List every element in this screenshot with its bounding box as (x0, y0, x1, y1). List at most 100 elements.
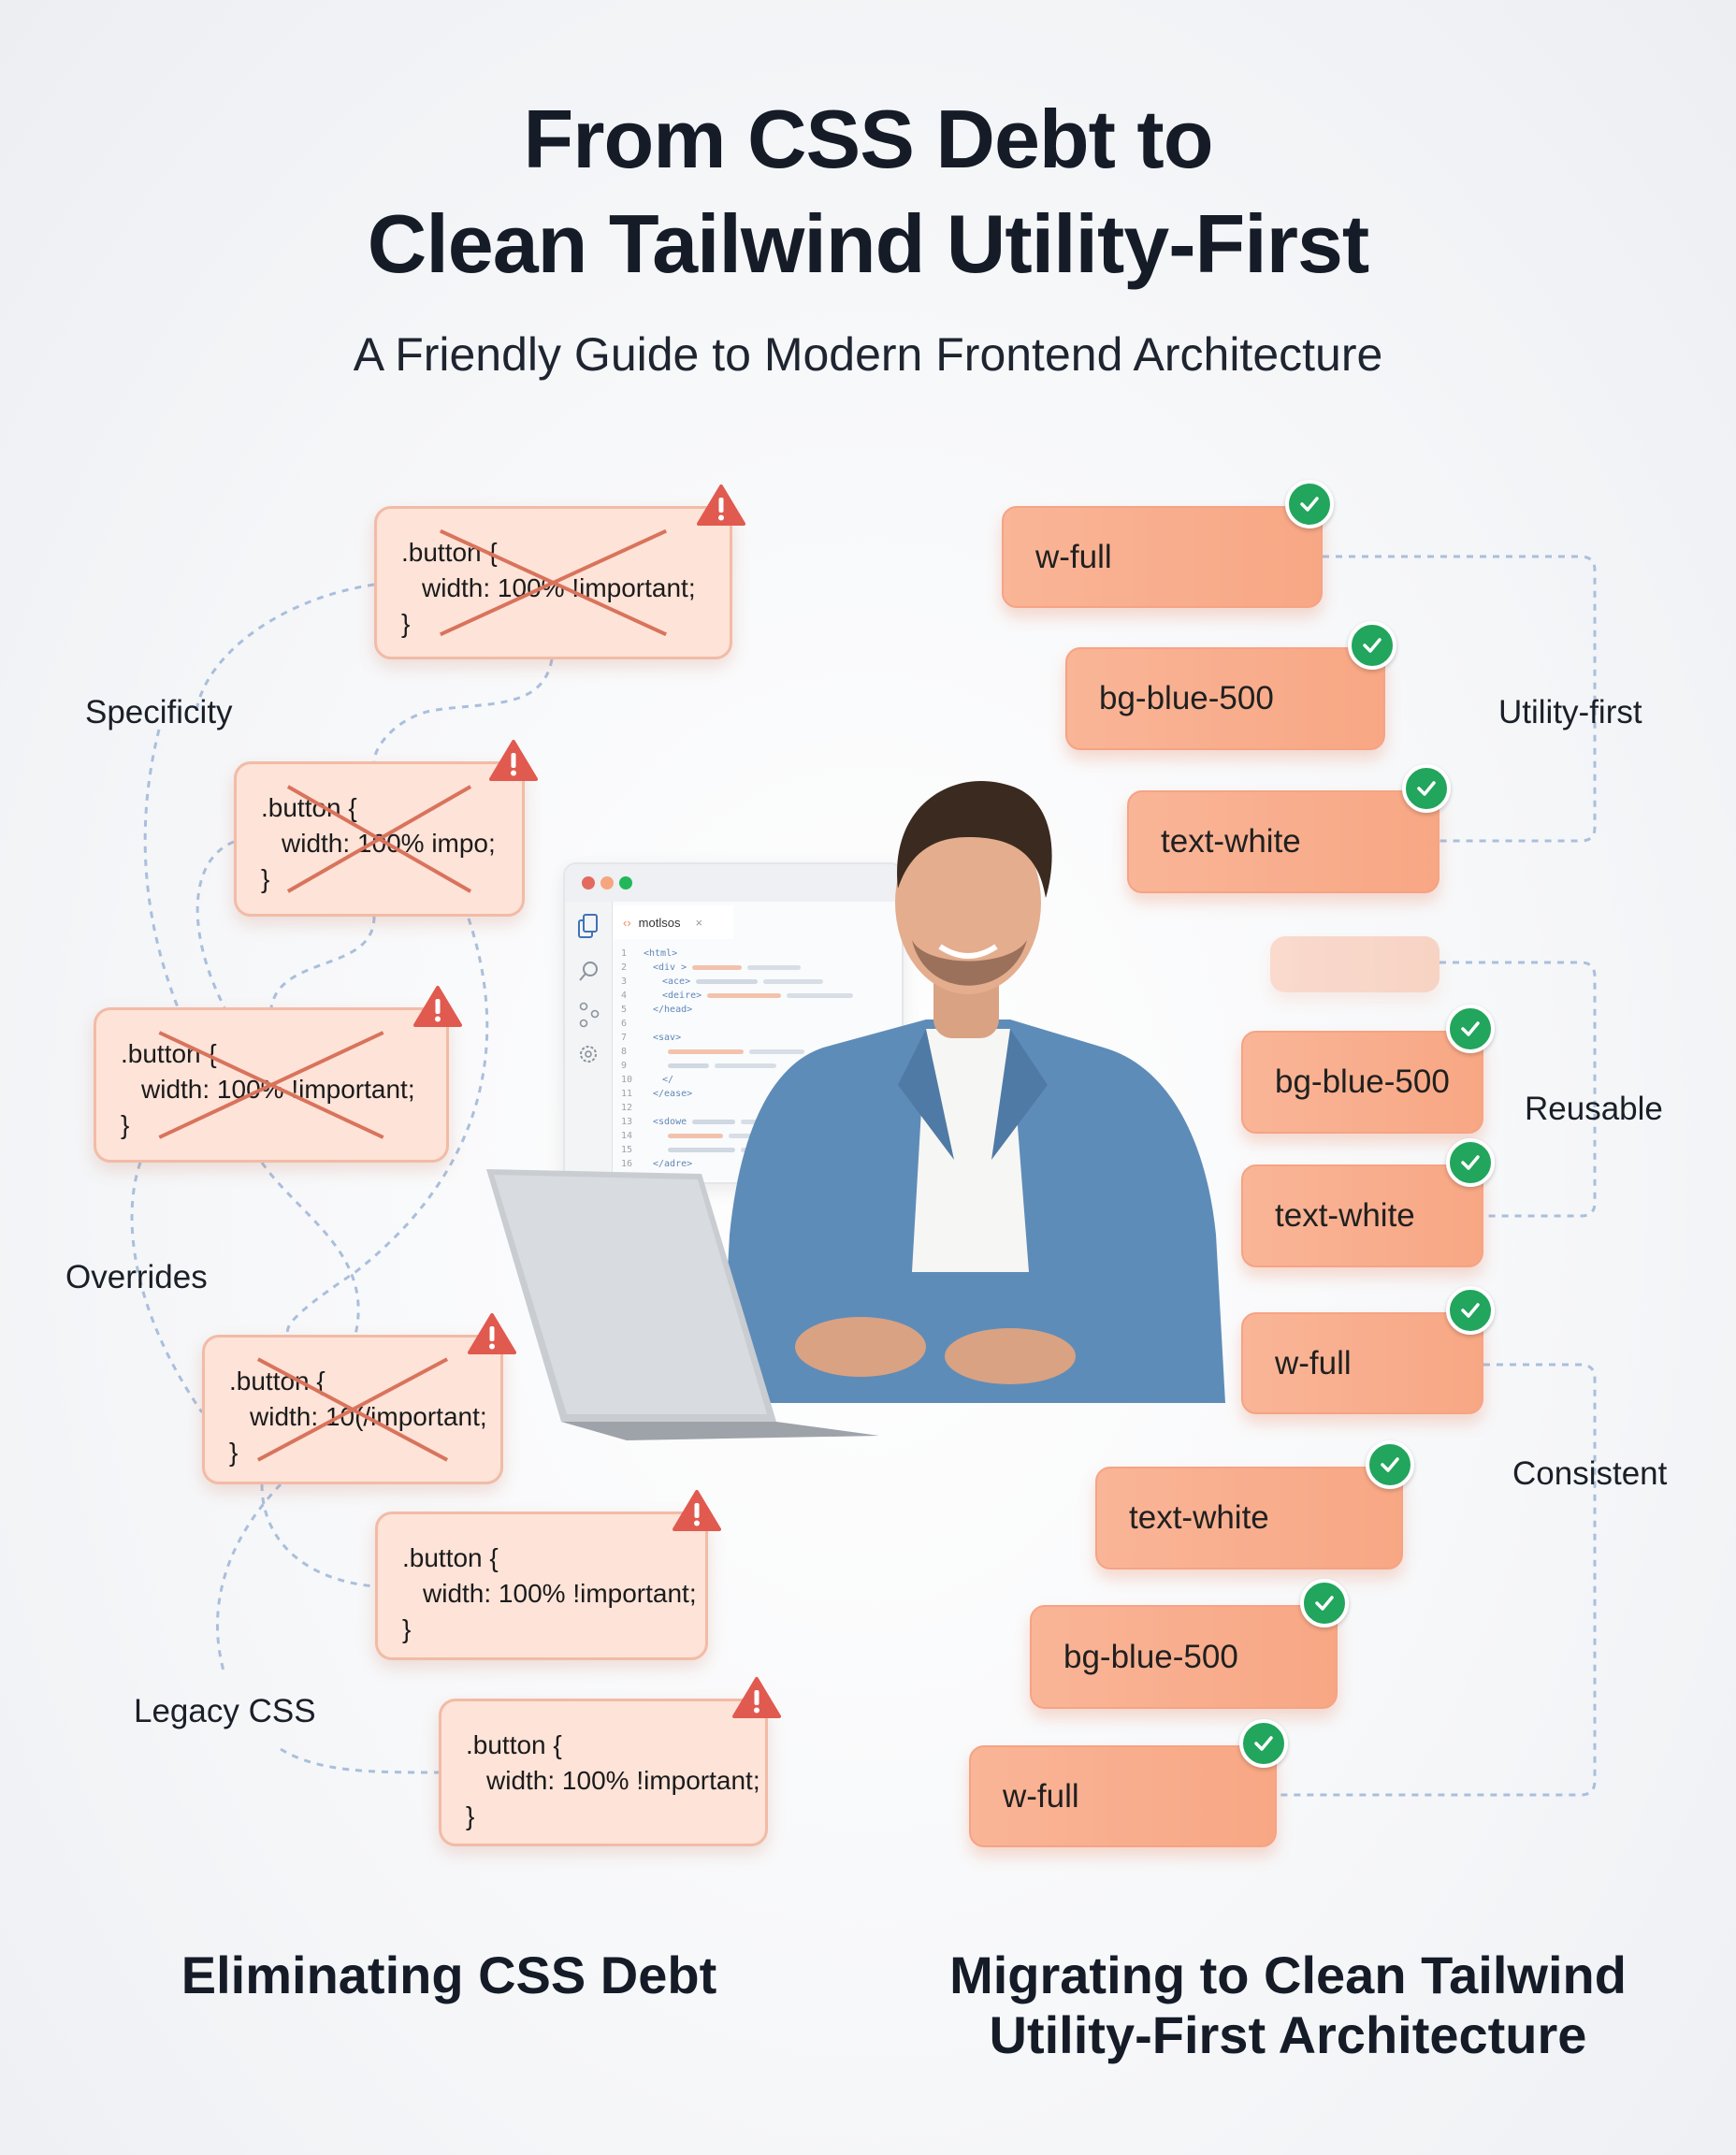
css-card: .button { width: 100% !important; } (439, 1699, 768, 1846)
line-number: 6 (621, 1019, 628, 1029)
code-text: <sav> (653, 1033, 682, 1043)
code-row: 7 <sav> (621, 1031, 853, 1045)
code-text: <div > (653, 962, 687, 973)
code-row: 6 (621, 1017, 853, 1031)
code-text: <html> (644, 948, 678, 959)
utility-class-pill: text-white (1127, 790, 1439, 893)
title-line-1: From CSS Debt to (523, 93, 1214, 185)
line-number: 14 (621, 1131, 633, 1141)
code-row: 10</ (621, 1073, 853, 1087)
utility-class-name: bg-blue-500 (1099, 680, 1274, 716)
utility-class-pill: bg-blue-500 (1241, 1031, 1483, 1134)
line-number: 3 (621, 976, 628, 987)
tab-close-icon[interactable]: × (695, 915, 703, 930)
code-row: 9 (621, 1059, 853, 1073)
label-specificity: Specificity (85, 694, 233, 730)
utility-class-name: w-full (1035, 538, 1112, 575)
code-line: .button { (466, 1730, 562, 1759)
line-number: 8 (621, 1047, 628, 1057)
code-line: } (466, 1801, 475, 1830)
utility-class-name: bg-blue-500 (1063, 1638, 1238, 1675)
check-circle-icon (1348, 621, 1396, 670)
code-line: width: 100% !important; (422, 573, 696, 602)
utility-class-name: w-full (1003, 1777, 1079, 1815)
close-dot (582, 876, 595, 889)
code-line: width: 100% !important; (141, 1075, 415, 1104)
code-line: .button { (402, 1543, 499, 1572)
css-card: .button { width: 100% !important; } (94, 1007, 449, 1163)
check-circle-icon (1446, 1138, 1495, 1187)
line-number: 15 (621, 1145, 633, 1155)
developer-with-laptop-illustration (486, 780, 1225, 1440)
warning-triangle-icon (489, 740, 538, 781)
code-row: 3 <ace> (621, 975, 853, 989)
label-legacy-css: Legacy CSS (134, 1693, 316, 1729)
code-row: 16</adre> (621, 1157, 853, 1171)
line-number: 13 (621, 1117, 633, 1127)
warning-triangle-icon (468, 1313, 516, 1354)
utility-class-name: w-full (1275, 1344, 1352, 1381)
code-line: } (401, 609, 411, 638)
utility-class-name: text-white (1161, 823, 1301, 860)
utility-class-name: bg-blue-500 (1275, 1063, 1450, 1100)
label-overrides: Overrides (65, 1259, 208, 1295)
utility-class-name: text-white (1275, 1197, 1415, 1234)
check-circle-icon (1239, 1719, 1288, 1768)
label-consistent: Consistent (1512, 1455, 1668, 1492)
code-row: 5</head> (621, 1003, 853, 1017)
code-line: .button { (229, 1367, 326, 1396)
utility-class-pill: bg-blue-500 (1030, 1605, 1338, 1709)
heading-migrating-line-1: Migrating to Clean Tailwind (949, 1945, 1627, 2004)
editor-activity-bar (565, 902, 613, 1182)
code-row: 12 (621, 1101, 853, 1115)
line-number: 2 (621, 962, 628, 973)
code-text: </ease> (653, 1089, 693, 1099)
line-number: 10 (621, 1075, 633, 1085)
code-text: <ace> (662, 976, 691, 987)
code-line: width: 100% !important; (423, 1579, 697, 1608)
person-hair (897, 780, 1052, 898)
utility-class-pill: bg-blue-500 (1065, 647, 1385, 750)
utility-class-pill: text-white (1241, 1164, 1483, 1267)
warning-triangle-icon (732, 1677, 781, 1718)
laptop-base (561, 1422, 879, 1440)
heading-eliminating-css-debt: Eliminating CSS Debt (181, 1945, 717, 2004)
code-line: } (261, 864, 270, 893)
person-head (895, 811, 1041, 994)
maximize-dot (619, 876, 632, 889)
code-line: .button { (261, 793, 357, 822)
label-reusable: Reusable (1525, 1091, 1663, 1127)
check-circle-icon (1402, 764, 1451, 813)
faded-pill (1270, 936, 1439, 992)
code-row: 11 </ease> (621, 1087, 853, 1101)
code-text: <deire> (662, 991, 702, 1001)
line-number: 11 (621, 1089, 633, 1099)
label-utility-first: Utility-first (1498, 694, 1642, 730)
check-circle-icon (1446, 1005, 1495, 1053)
warning-triangle-icon (413, 986, 462, 1027)
code-line: width: 100% impo; (282, 829, 496, 858)
code-text: </adre> (653, 1159, 693, 1169)
check-circle-icon (1285, 480, 1334, 528)
utility-class-pill: w-full (1241, 1312, 1483, 1414)
line-number: 9 (621, 1061, 628, 1071)
minimize-dot (600, 876, 614, 889)
css-card: .button { width: 10(/important; } (202, 1335, 503, 1484)
line-number: 1 (621, 948, 628, 959)
utility-class-pill: w-full (969, 1745, 1277, 1847)
code-line: } (121, 1110, 130, 1139)
subtitle: A Friendly Guide to Modern Frontend Arch… (353, 328, 1383, 381)
code-row: 2 <div > (621, 961, 853, 975)
css-card: .button { width: 100% !important; } (374, 506, 732, 659)
utility-class-name: text-white (1129, 1499, 1269, 1536)
heading-migrating-line-2: Utility-First Architecture (989, 2005, 1587, 2064)
code-line: width: 100% !important; (486, 1766, 760, 1795)
line-number: 7 (621, 1033, 628, 1043)
tab-filename: motlsos (638, 915, 681, 930)
code-line: } (229, 1438, 239, 1467)
check-circle-icon (1366, 1440, 1414, 1489)
code-text: <sdowe (653, 1117, 687, 1127)
editor-tab[interactable]: ‹› motlsos × (614, 905, 733, 939)
check-circle-icon (1300, 1579, 1349, 1627)
line-number: 5 (621, 1005, 628, 1015)
